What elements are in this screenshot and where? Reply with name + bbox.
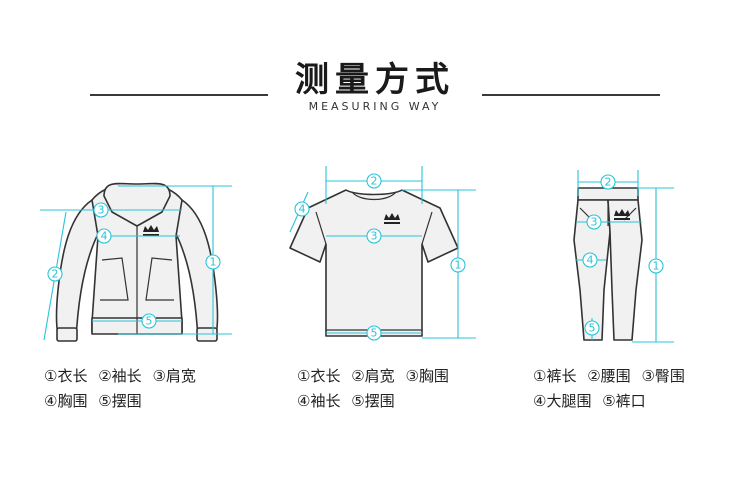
jacket-hood [103, 182, 171, 227]
legend-item: ④大腿围 [533, 392, 592, 410]
pants-marker-2 [600, 174, 616, 190]
pants-legend-row-2: ④大腿围 ⑤裤口 [533, 389, 691, 414]
legend-item: ③胸围 [405, 367, 449, 385]
tshirt-legend-row-2: ④袖长 ⑤摆围 [297, 389, 455, 414]
tshirt-collar [351, 191, 397, 201]
legend-item: ⑤摆围 [351, 392, 395, 410]
svg-text:4: 4 [101, 230, 108, 243]
svg-text:5: 5 [146, 315, 153, 328]
page-subtitle: MEASURING WAY [308, 100, 442, 113]
legend-item: ①衣长 [44, 367, 88, 385]
jacket-marker-4 [96, 228, 112, 244]
svg-text:3: 3 [591, 216, 598, 229]
pants-illustration [573, 187, 643, 341]
pants-marker-4 [582, 252, 598, 268]
jacket-left-pocket [100, 257, 129, 301]
legend-item: ②袖长 [98, 367, 142, 385]
legend-item: ④袖长 [297, 392, 341, 410]
pants-waistband [577, 187, 639, 201]
pants-markers: 1 2 3 4 5 [582, 174, 664, 336]
pants-marker-5 [584, 320, 600, 336]
tshirt-right-sleeve-seam [421, 211, 433, 245]
jacket-legend-row-2: ④胸围 ⑤摆围 [44, 389, 202, 414]
jacket-marker-5 [141, 313, 157, 329]
legend-item: ①裤长 [533, 367, 577, 385]
svg-text:1: 1 [455, 259, 462, 272]
pants-marker-1 [648, 258, 664, 274]
svg-text:5: 5 [589, 322, 596, 335]
jacket-left-sleeve [55, 199, 101, 341]
svg-text:3: 3 [98, 204, 105, 217]
svg-text:2: 2 [52, 268, 59, 281]
pants-marker-3 [586, 214, 602, 230]
jacket-marker-1 [205, 254, 221, 270]
svg-text:1: 1 [210, 256, 217, 269]
svg-text:2: 2 [605, 176, 612, 189]
jacket-marker-2 [47, 266, 63, 282]
legend-item: ⑤裤口 [602, 392, 646, 410]
legend-item: ④胸围 [44, 392, 88, 410]
jacket-markers: 1 2 3 4 5 [47, 202, 221, 329]
legend-item: ③肩宽 [152, 367, 196, 385]
svg-text:4: 4 [587, 254, 594, 267]
tshirt-marker-2 [366, 173, 382, 189]
svg-text:3: 3 [371, 230, 378, 243]
jacket-left-cuff [56, 327, 78, 342]
page-title: 测量方式 [295, 60, 455, 100]
tshirt-legend: ①衣长 ②肩宽 ③胸围 ④袖长 ⑤摆围 [297, 364, 455, 414]
legend-item: ①衣长 [297, 367, 341, 385]
svg-text:2: 2 [371, 175, 378, 188]
tshirt-marker-4 [294, 201, 310, 217]
tshirt-body [289, 189, 459, 337]
pants-legend-row-1: ①裤长 ②腰围 ③臀围 [533, 364, 691, 389]
tshirt-marker-1 [450, 257, 466, 273]
legend-item: ③臀围 [641, 367, 685, 385]
crown-logo-icon [614, 209, 630, 220]
jacket-right-sleeve [173, 199, 219, 341]
jacket-right-pocket [145, 257, 174, 301]
header-rule-left [90, 94, 268, 96]
tshirt-marker-5 [366, 325, 382, 341]
legend-item: ⑤摆围 [98, 392, 142, 410]
jacket-illustration [55, 182, 219, 342]
legend-item: ②腰围 [587, 367, 631, 385]
tshirt-left-sleeve-seam [315, 211, 327, 245]
header-rule-right [482, 94, 660, 96]
jacket-marker-3 [93, 202, 109, 218]
svg-text:1: 1 [653, 260, 660, 273]
pants-right-leg [607, 199, 643, 341]
legend-item: ②肩宽 [351, 367, 395, 385]
pants-legend: ①裤长 ②腰围 ③臀围 ④大腿围 ⑤裤口 [533, 364, 691, 414]
svg-text:5: 5 [371, 327, 378, 340]
crown-logo-icon [384, 213, 400, 224]
jacket-legend: ①衣长 ②袖长 ③肩宽 ④胸围 ⑤摆围 [44, 364, 202, 414]
tshirt-marker-3 [366, 228, 382, 244]
tshirt-markers: 1 2 3 4 5 [294, 173, 466, 341]
jacket-legend-row-1: ①衣长 ②袖长 ③肩宽 [44, 364, 202, 389]
header: 测量方式 MEASURING WAY [0, 0, 750, 120]
crown-logo-icon [143, 225, 159, 236]
tshirt-illustration [289, 189, 459, 337]
svg-text:4: 4 [299, 203, 306, 216]
tshirt-legend-row-1: ①衣长 ②肩宽 ③胸围 [297, 364, 455, 389]
